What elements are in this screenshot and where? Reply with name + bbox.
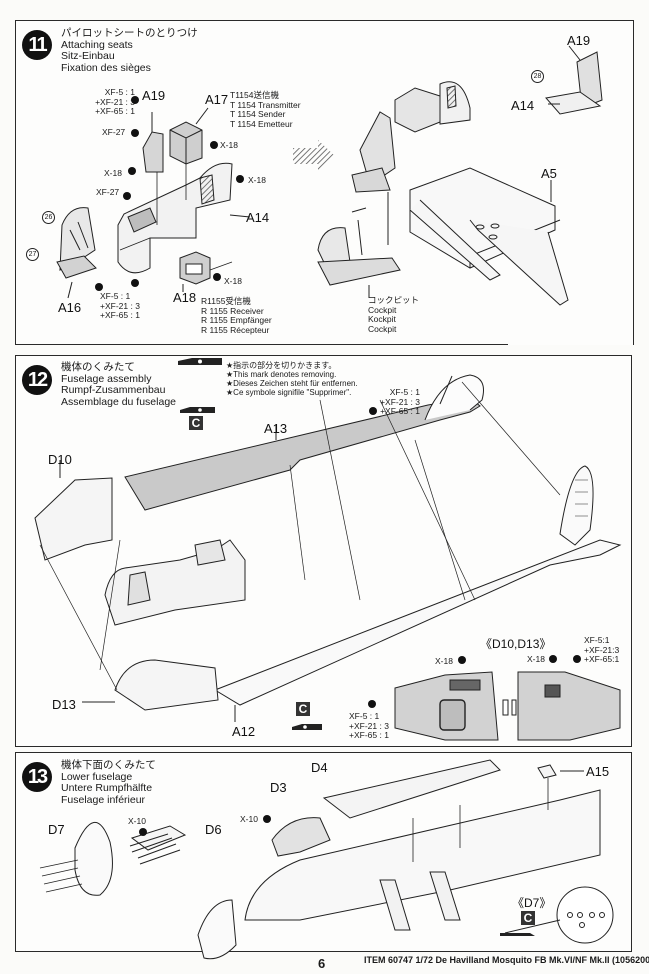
step-number-badge: 12 — [22, 365, 52, 395]
paint-xf27-a14: XF-27 — [96, 187, 120, 197]
transmitter-label: T1154送信機 T 1154 Transmitter T 1154 Sende… — [230, 90, 301, 129]
paint-x18-a18: X-18 — [224, 276, 242, 286]
title-fr: Fixation des sièges — [61, 61, 151, 74]
part-label-a15: A15 — [586, 764, 610, 779]
part-label-a5: A5 — [541, 166, 557, 181]
title-jp: パイロットシートのとりつけ — [61, 27, 198, 39]
title-de: Untere Rumpfhälfte — [61, 782, 153, 794]
part-label-d3: D3 — [270, 780, 287, 795]
paint-x18-a19: X-18 — [104, 168, 122, 178]
part-label-a14: A14 — [246, 210, 270, 225]
decal-marker-27: 27 — [26, 248, 39, 261]
step-number-badge: 13 — [22, 762, 52, 792]
step-11-panel-right — [508, 20, 634, 345]
paint-drop-icon — [131, 279, 139, 287]
part-label-a14-detail: A14 — [511, 98, 535, 113]
part-label-a13: A13 — [264, 421, 288, 436]
title-fr: Fuselage inférieur — [61, 793, 146, 806]
paint-x10-d3: X-10 — [240, 814, 258, 824]
paint-drop-icon — [95, 283, 103, 291]
paint-drop-icon — [368, 700, 376, 708]
paint-x18-left: X-18 — [435, 656, 453, 666]
paint-mix-bottom: XF-5 : 1 +XF-21 : 3 +XF-65 : 1 — [349, 711, 389, 740]
paint-drop-icon — [213, 273, 221, 281]
step-12-panel — [15, 355, 632, 747]
title-de: Sitz-Einbau — [61, 50, 115, 62]
paint-drop-icon — [128, 167, 136, 175]
part-label-a19-detail: A19 — [567, 33, 591, 48]
title-jp: 機体下面のくみたて — [61, 759, 156, 771]
cut-badge-c: C — [296, 702, 310, 716]
title-fr: Assemblage du fuselage — [61, 395, 176, 408]
inset-title-d10-d13: 《D10,D13》 — [480, 637, 552, 651]
decal-marker-28: 28 — [531, 70, 544, 83]
title-de: Rumpf-Zusammenbau — [61, 384, 166, 396]
paint-drop-icon — [573, 655, 581, 663]
paint-mix-a19: XF-5 : 1 +XF-21 : 3 +XF-65 : 1 — [95, 87, 135, 116]
title-en: Lower fuselage — [61, 770, 133, 783]
paint-drop-icon — [139, 828, 147, 836]
cockpit-label: コックピット Cockpit Kockpit Cockpit — [368, 295, 420, 334]
page-number: 6 — [318, 956, 326, 971]
cut-badge-c: C — [189, 416, 203, 430]
paint-drop-icon — [131, 129, 139, 137]
paint-x18-a17: X-18 — [220, 140, 238, 150]
inset-title-d7: 《D7》 — [512, 896, 552, 910]
part-label-a19: A19 — [142, 88, 166, 103]
part-label-d7: D7 — [48, 822, 65, 837]
part-label-d6: D6 — [205, 822, 222, 837]
paint-drop-icon — [458, 656, 466, 664]
cut-badge-c: C — [521, 911, 535, 925]
part-label-a18: A18 — [173, 290, 197, 305]
paint-drop-icon — [210, 141, 218, 149]
receiver-label: R1155受信機 R 1155 Receiver R 1155 Empfänge… — [201, 296, 272, 335]
paint-xf27-a19: XF-27 — [102, 127, 126, 137]
part-label-d4: D4 — [311, 760, 328, 775]
decal-marker-26: 26 — [42, 211, 55, 224]
step-number-badge: 11 — [22, 30, 52, 60]
part-label-d10: D10 — [48, 452, 72, 467]
paint-x18-right: X-18 — [527, 654, 545, 664]
title-jp: 機体のくみたて — [61, 361, 135, 373]
paint-drop-icon — [123, 192, 131, 200]
part-label-a17: A17 — [205, 92, 229, 107]
paint-x10-d6: X-10 — [128, 816, 146, 826]
title-en: Attaching seats — [61, 38, 133, 51]
paint-mix-inset-right: XF-5:1 +XF-21:3 +XF-65:1 — [584, 635, 620, 664]
step-title: パイロットシートのとりつけ Attaching seats Sitz-Einba… — [61, 27, 198, 74]
step-title: 機体下面のくみたて Lower fuselage Untere Rumpfhäl… — [61, 759, 156, 806]
paint-drop-icon — [369, 407, 377, 415]
paint-drop-icon — [549, 655, 557, 663]
paint-drop-icon — [131, 96, 139, 104]
paint-mix-a13: XF-5 : 1 +XF-21 : 3 +XF-65 : 1 — [380, 387, 420, 416]
title-en: Fuselage assembly — [61, 372, 152, 385]
part-label-d13: D13 — [52, 697, 76, 712]
part-label-a16: A16 — [58, 300, 82, 315]
paint-drop-icon — [236, 175, 244, 183]
item-footer: ITEM 60747 1/72 De Havilland Mosquito FB… — [364, 955, 649, 965]
paint-mix-a16: XF-5 : 1 +XF-21 : 3 +XF-65 : 1 — [100, 291, 140, 320]
cut-mark-notes: ★指示の部分を切りかきます。 ★This mark denotes removi… — [226, 361, 358, 397]
step-title: 機体のくみたて Fuselage assembly Rumpf-Zusammen… — [61, 361, 176, 408]
paint-x18-a14: X-18 — [248, 175, 266, 185]
part-label-a12: A12 — [232, 724, 256, 739]
paint-drop-icon — [263, 815, 271, 823]
